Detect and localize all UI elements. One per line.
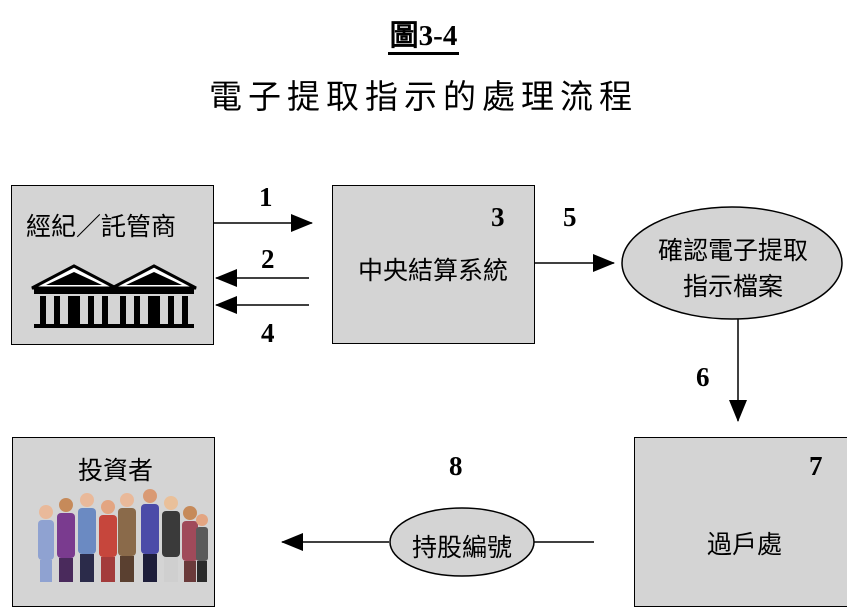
- figure-label-text: 圖3-4: [387, 20, 460, 55]
- step-number-5: 5: [563, 202, 577, 232]
- holding-ellipse: [389, 507, 535, 577]
- step-number-6: 6: [696, 362, 710, 392]
- step-number-7: 7: [809, 451, 823, 481]
- bank-building-icon: [111, 264, 197, 328]
- registrar-label: 過戶處: [707, 530, 783, 559]
- confirm-ellipse: [621, 206, 843, 320]
- step-number-2: 2: [261, 244, 275, 274]
- holding-label: 持股編號: [412, 533, 513, 562]
- figure-label: 圖3-4: [0, 12, 847, 55]
- investor-label: 投資者: [78, 456, 154, 485]
- bank-building-icon: [31, 264, 117, 328]
- people-group-icon: [38, 489, 208, 582]
- ccass-label: 中央結算系統: [358, 256, 509, 285]
- confirm-label-line2: 指示檔案: [683, 272, 784, 301]
- step-number-1: 1: [259, 182, 273, 212]
- diagram-title: 電子提取指示的處理流程: [209, 77, 638, 116]
- step-number-8: 8: [449, 451, 463, 481]
- step-number-4: 4: [261, 318, 275, 348]
- confirm-label-line1: 確認電子提取: [658, 236, 809, 265]
- broker-label: 經紀／託管商: [26, 212, 177, 241]
- ccass-box: [332, 185, 535, 344]
- step-number-3: 3: [491, 202, 505, 232]
